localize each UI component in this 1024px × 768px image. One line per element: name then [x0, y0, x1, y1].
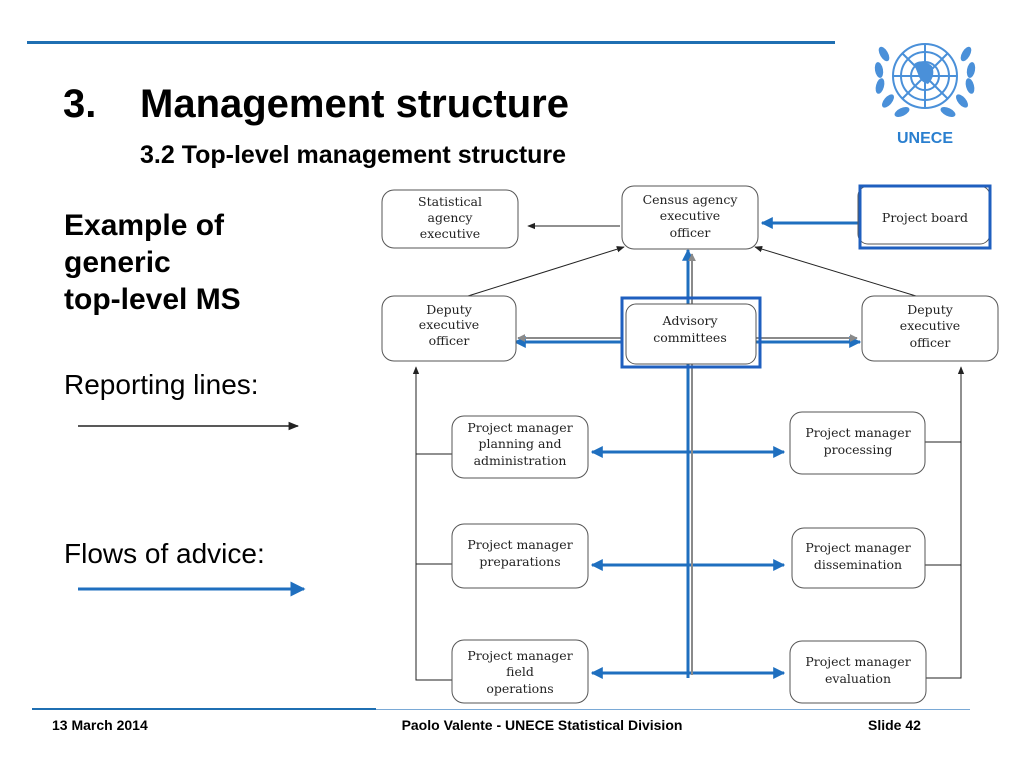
node-label: Project manager [805, 654, 910, 669]
management-structure-diagram: Statistical agency executive Census agen… [381, 184, 999, 704]
node-census-agency-executive-officer [621, 185, 759, 250]
reporting-line [925, 441, 962, 679]
node-label: Project manager [467, 537, 572, 552]
section-number: 3. [63, 82, 97, 126]
node-pm-dissemination [791, 527, 926, 589]
node-label: Project manager [805, 540, 910, 555]
node-label: Deputy [426, 302, 472, 317]
node-label: administration [474, 453, 567, 468]
top-rule [27, 41, 835, 44]
node-label: officer [670, 225, 711, 240]
bottom-rule-thin [376, 709, 970, 710]
side-heading-line: Example of [64, 209, 225, 242]
node-pm-evaluation [789, 640, 927, 704]
bottom-rule [32, 708, 376, 710]
unece-logo-text: UNECE [896, 130, 953, 147]
node-label: Advisory [661, 313, 718, 328]
footer-slide-number: Slide 42 [868, 717, 921, 733]
reporting-line [754, 246, 917, 297]
reporting-lines-label: Reporting lines: [64, 369, 259, 400]
node-label: processing [824, 442, 893, 457]
node-pm-preparations [451, 523, 589, 589]
node-label: preparations [479, 554, 560, 569]
node-label: Project manager [467, 648, 572, 663]
node-label: executive [419, 317, 479, 332]
node-label: agency [428, 210, 474, 225]
node-label: Deputy [907, 302, 953, 317]
advisory-committees-highlight [620, 296, 762, 369]
legend [78, 421, 306, 597]
footer-date: 13 March 2014 [52, 717, 148, 733]
side-heading-line: generic [64, 246, 171, 279]
footer-author: Paolo Valente - UNECE Statistical Divisi… [401, 717, 683, 733]
side-heading: Example of generic top-level MS [64, 207, 324, 318]
side-heading-line: top-level MS [64, 283, 241, 316]
node-pm-field-operations [451, 639, 589, 704]
reporting-line [415, 453, 452, 681]
page-subtitle: 3.2 Top-level management structure [140, 141, 567, 169]
node-label: executive [660, 208, 720, 223]
node-label: committees [653, 330, 727, 345]
node-label: executive [420, 226, 480, 241]
node-pm-processing [789, 411, 926, 475]
project-board-highlight [858, 184, 992, 250]
node-pm-planning-administration [451, 415, 589, 479]
node-label: field [506, 664, 534, 679]
node-label: operations [486, 681, 553, 696]
un-emblem-icon [874, 43, 976, 117]
reporting-line [467, 246, 625, 297]
node-deputy-executive-officer-left [381, 295, 517, 362]
node-label: Census agency [643, 192, 739, 207]
node-label: Project manager [805, 425, 910, 440]
node-advisory-committees [625, 303, 757, 365]
page-title: Management structure [140, 82, 569, 126]
node-label: Project board [882, 210, 968, 225]
node-statistical-agency-executive [381, 189, 519, 249]
node-label: officer [429, 333, 470, 348]
node-label: executive [900, 318, 960, 333]
node-label: Project manager [467, 420, 572, 435]
node-label: evaluation [825, 671, 891, 686]
node-deputy-executive-officer-right [861, 295, 999, 362]
node-label: planning and [478, 436, 561, 451]
node-label: dissemination [814, 557, 902, 572]
flows-of-advice-label: Flows of advice: [64, 538, 265, 569]
node-label: officer [910, 335, 951, 350]
node-label: Statistical [418, 194, 482, 209]
